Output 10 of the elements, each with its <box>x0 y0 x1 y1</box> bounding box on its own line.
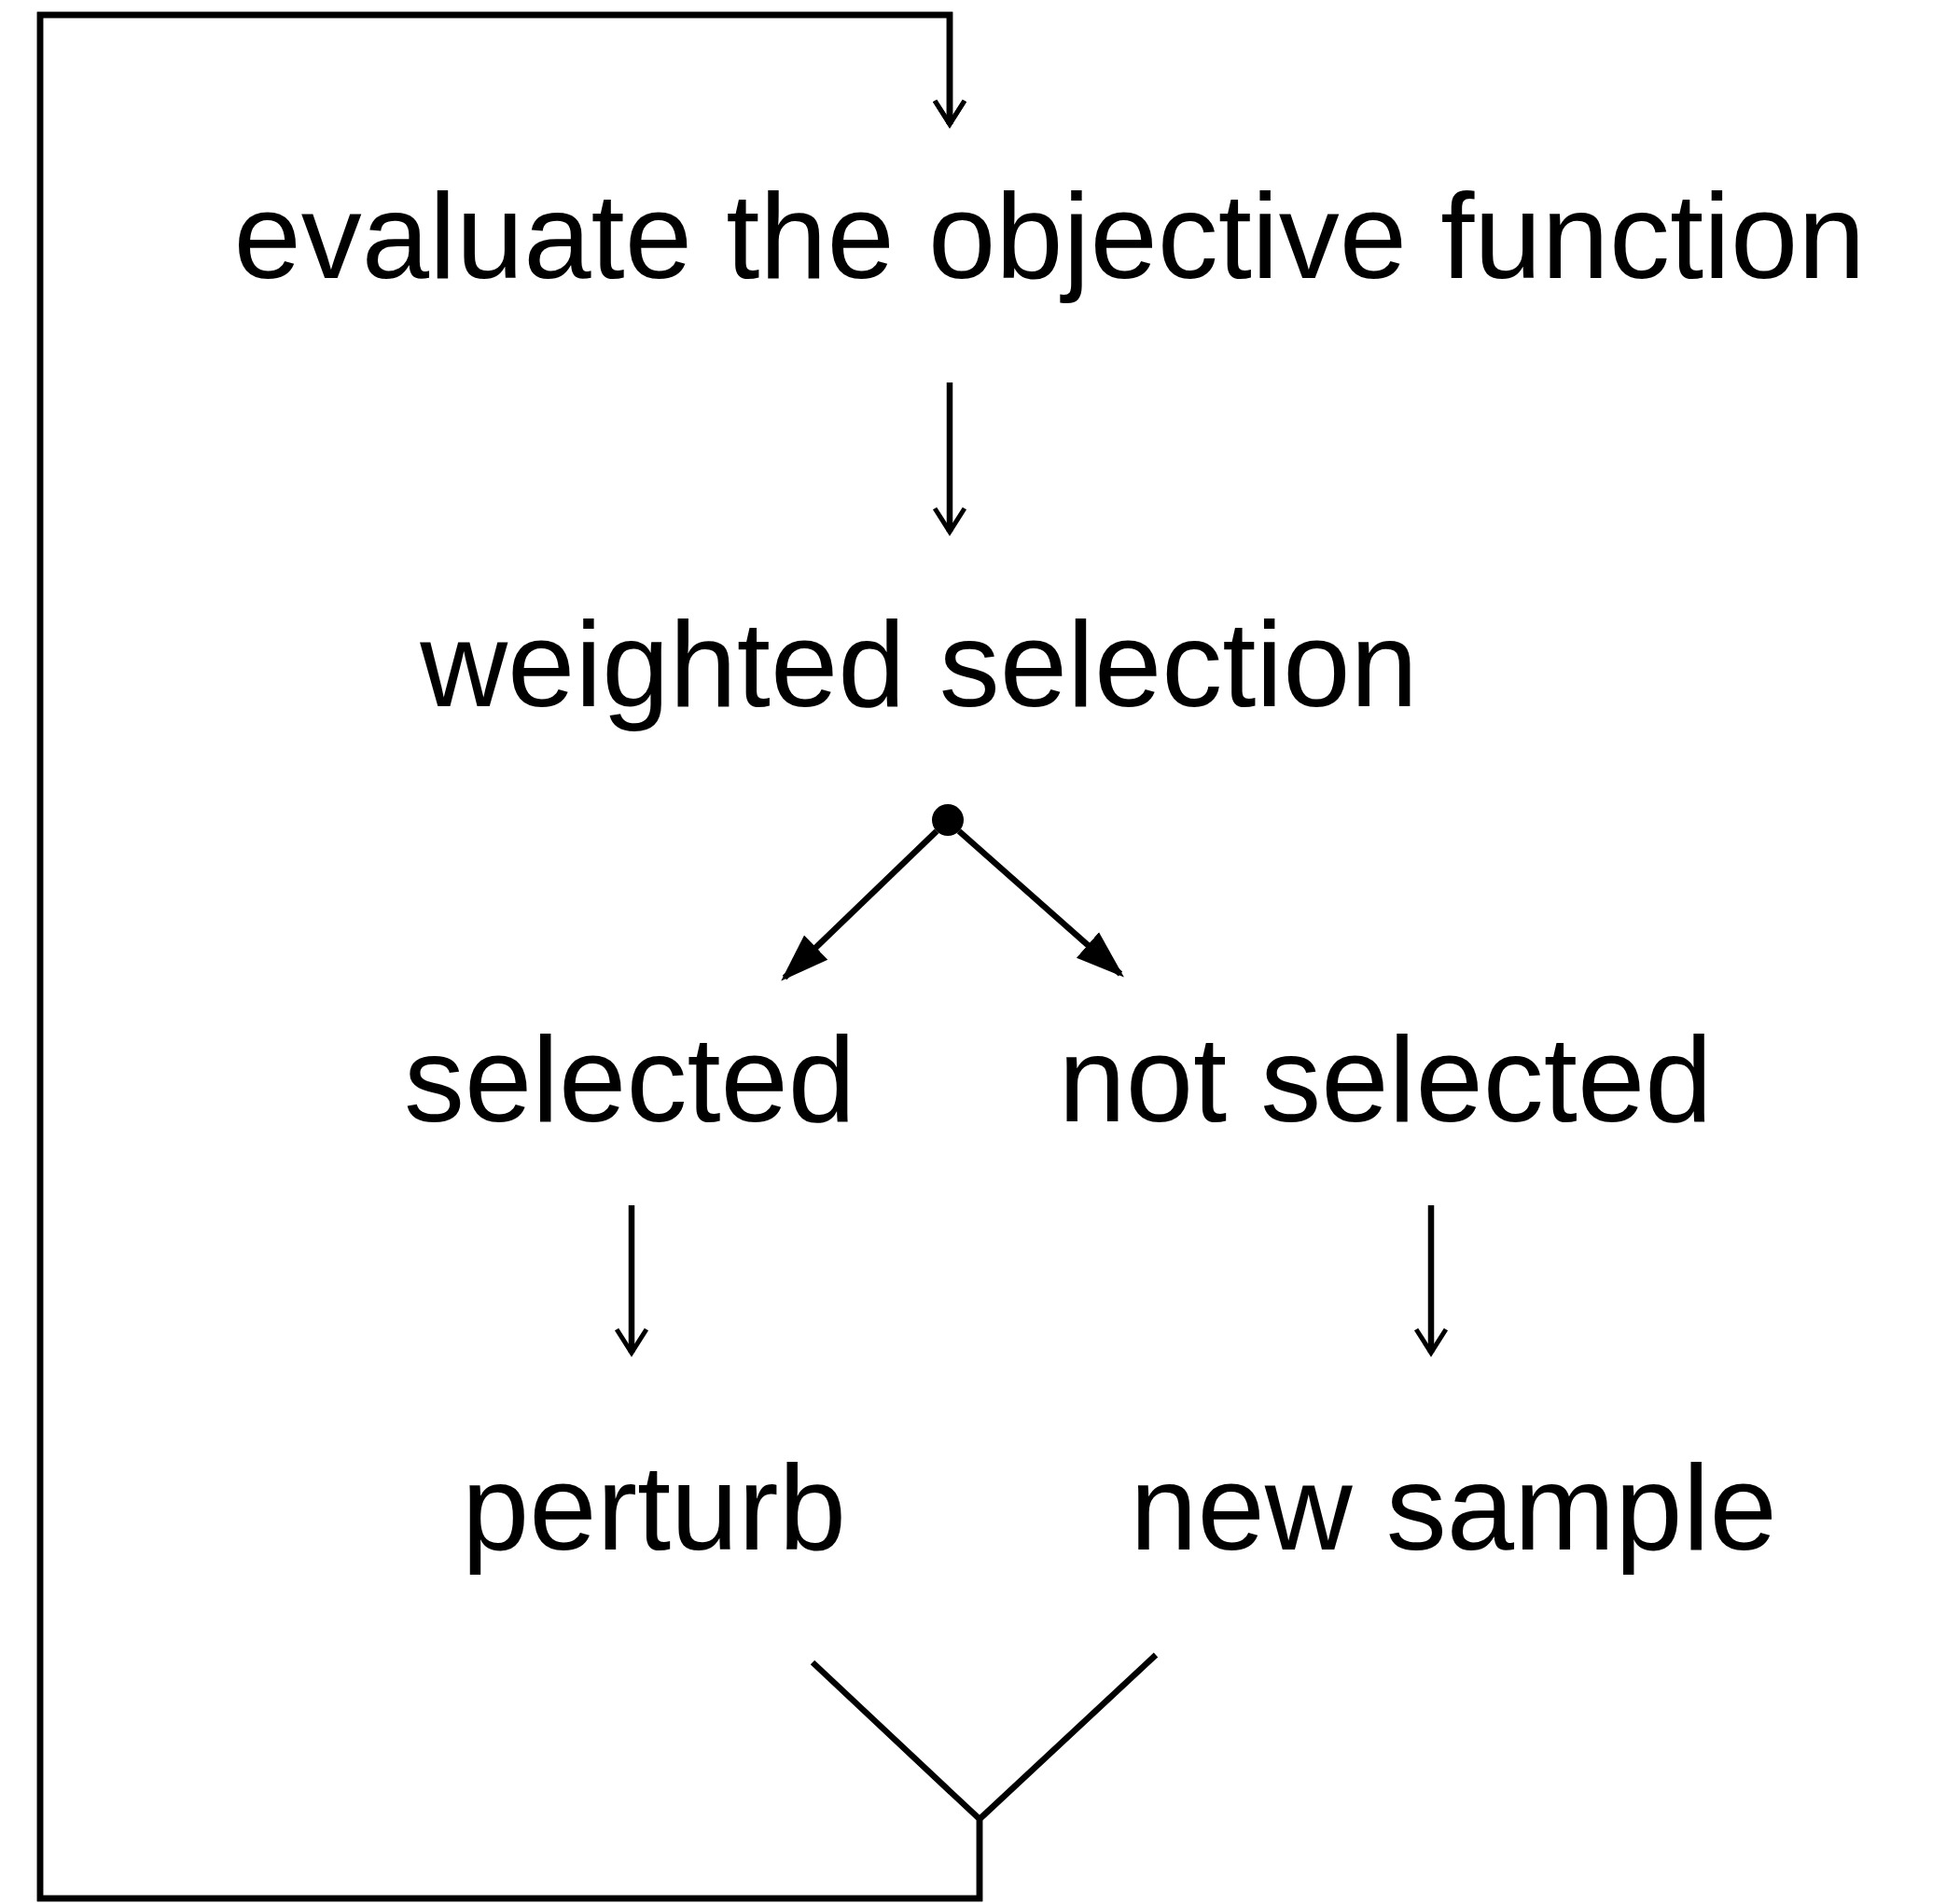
step-label: selected <box>403 1010 856 1149</box>
step-label: weighted selection <box>420 595 1418 734</box>
arrow <box>781 828 939 981</box>
step-label: not selected <box>1058 1010 1713 1149</box>
arrow <box>36 11 1159 1902</box>
arrow <box>956 828 1124 978</box>
step-label: new sample <box>1130 1438 1777 1577</box>
junction-dot <box>932 804 964 836</box>
step-label: evaluate the objective function <box>233 167 1866 306</box>
step-label: perturb <box>462 1438 846 1577</box>
